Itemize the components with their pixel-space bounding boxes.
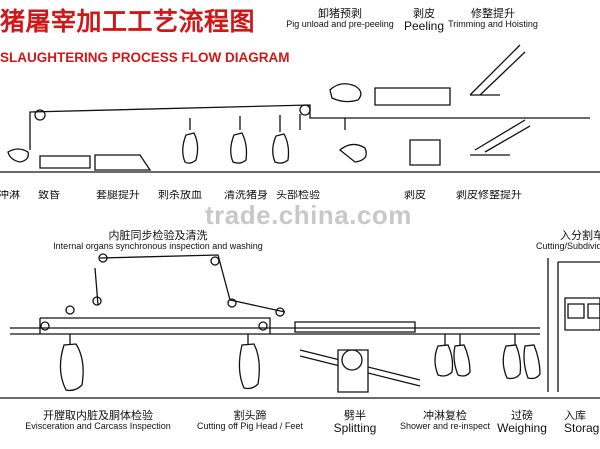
upper-overhead-rail bbox=[29, 104, 590, 150]
conveyor-pulley bbox=[210, 256, 220, 266]
hanging-carcass bbox=[182, 132, 199, 164]
row1-step-label: 头部检验 bbox=[276, 190, 320, 200]
row1-step-label: 套腿提升 bbox=[96, 190, 140, 200]
conveyor-pulley bbox=[258, 321, 268, 331]
pig-body bbox=[329, 83, 362, 103]
splitting-conveyor bbox=[294, 321, 416, 333]
step-cut-head-feet-label: 割头蹄 Cutting off Pig Head / Feet bbox=[197, 409, 303, 432]
hanging-carcass bbox=[238, 343, 260, 390]
step-organ-inspection-label: 内脏同步检验及清洗 Internal organs synchronous in… bbox=[53, 229, 263, 252]
rail-pulley bbox=[299, 104, 311, 116]
row1-step-label: 剥皮修整提升 bbox=[456, 190, 522, 200]
hanging-carcass bbox=[272, 133, 290, 164]
row1-step-label: 刺杀放血 bbox=[158, 190, 202, 200]
hanging-hooks bbox=[444, 334, 461, 345]
step-weighing-label: 过磅 Weighing bbox=[497, 409, 547, 436]
conveyor-pulley bbox=[65, 305, 75, 315]
hoist-arm bbox=[469, 44, 526, 96]
diagram-title-cn: 猪屠宰加工工艺流程图 bbox=[0, 7, 256, 36]
step-cutting-label: 入分割车 Cutting/Subdividing bbox=[536, 229, 600, 252]
cutting-room-wall bbox=[547, 258, 600, 392]
organ-conveyor-belt bbox=[94, 267, 99, 306]
pig-body bbox=[338, 143, 367, 163]
row1-step-label: 清洗猪身 bbox=[224, 190, 268, 200]
hanging-carcass bbox=[502, 344, 522, 380]
hanging-carcass bbox=[523, 344, 541, 380]
inspection-conveyor-frame bbox=[39, 317, 271, 334]
hanging-half-carcass bbox=[453, 344, 471, 377]
holding-pen bbox=[39, 155, 91, 169]
step-trimming-label: 修整提升 Trimming and Hoisting bbox=[448, 7, 538, 30]
conveyor-pulley bbox=[92, 296, 102, 306]
stunning-table bbox=[94, 154, 152, 171]
watermark: trade.china.com bbox=[205, 200, 412, 230]
row1-step-labels: 冲淋 致昏 套腿提升 刺杀放血 清洗猪身 头部检验 剥皮 剥皮修整提升 bbox=[0, 190, 600, 200]
conveyor-pulley bbox=[275, 307, 285, 317]
step-peeling-label: 剥皮 Peeling bbox=[403, 7, 445, 34]
diagram-title-en: SLAUGHTERING PROCESS FLOW DIAGRAM bbox=[0, 50, 290, 65]
conveyor-pulley bbox=[227, 298, 237, 308]
organ-conveyor-belt bbox=[99, 254, 286, 313]
peeling-machine bbox=[409, 139, 441, 166]
hanging-carcass bbox=[230, 132, 248, 164]
splitting-saw-wheel bbox=[341, 349, 363, 371]
step-shower-label: 冲淋复检 Shower and re-inspect bbox=[399, 409, 491, 432]
step-storage-label: 入库 Storage bbox=[564, 410, 600, 436]
storage-cells bbox=[567, 303, 600, 319]
conveyor-pulley bbox=[40, 321, 50, 331]
hanging-carcass bbox=[59, 343, 84, 392]
hanging-half-carcass bbox=[434, 344, 454, 377]
hanging-hooks bbox=[189, 114, 346, 132]
step-pig-unload-label: 卸猪预剥 Pig unload and pre-peeling bbox=[286, 7, 394, 30]
splitting-saw-frame bbox=[337, 349, 369, 393]
conveyor-pulley bbox=[98, 253, 108, 263]
step-splitting-label: 劈半 Splitting bbox=[333, 409, 377, 436]
pig-body bbox=[7, 148, 29, 163]
rail-pulley bbox=[34, 109, 46, 121]
step-evisceration-label: 开膛取内脏及胴体检验 Evisceration and Carcass Insp… bbox=[25, 409, 171, 432]
row1-step-label: 剥皮 bbox=[404, 190, 426, 200]
storage-rack bbox=[564, 297, 600, 331]
lower-overhead-rail bbox=[10, 327, 540, 335]
hoist-arm bbox=[470, 119, 531, 156]
row1-step-label: 冲淋 bbox=[0, 190, 20, 200]
row1-step-label: 致昏 bbox=[38, 190, 60, 200]
peeling-table bbox=[374, 87, 451, 106]
